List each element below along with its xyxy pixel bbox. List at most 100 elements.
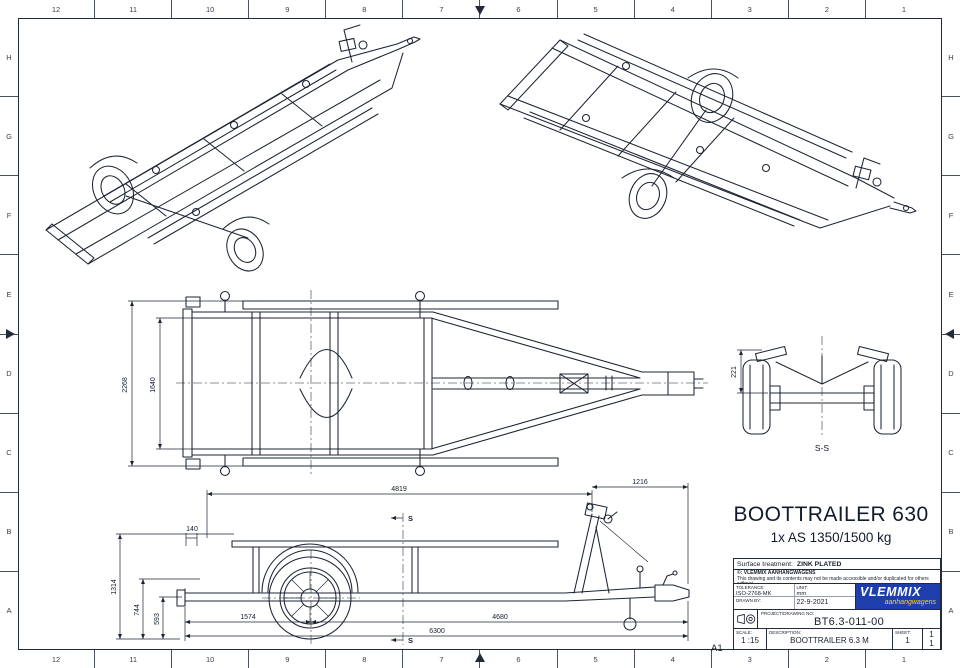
section-bunk-supports (775, 355, 869, 385)
zone-label: 1 (864, 650, 942, 668)
zone-label: 2 (787, 0, 865, 18)
plan-keel-rollers (463, 375, 515, 391)
logo-subtitle: aanhangwagens (884, 598, 936, 606)
side-view: S S 4819 1216 140 1314 744 (111, 479, 690, 646)
side-fender (261, 543, 359, 593)
zone-label: 10 (171, 0, 248, 18)
zone-label: B (0, 491, 18, 571)
iso-right-fender (621, 168, 675, 179)
unit-label: UNIT: (796, 585, 808, 590)
iso-left-fender (89, 155, 138, 169)
scale-value: 1 :15 (741, 636, 759, 645)
drawing-fields: TOLERANCE: ISO-2768-MK UNIT: mm DRAWN BY… (734, 584, 856, 609)
sheet-total-bottom: 1 (929, 639, 934, 648)
section-view-label: S-S (815, 443, 830, 453)
plan-winch-stand (559, 373, 589, 394)
drawing-title: BOOTTRAILER 630 1x AS 1350/1500 kg (724, 503, 938, 545)
dim-rear-to-axle: 1574 (240, 614, 256, 621)
zone-label: 7 (402, 0, 479, 18)
page-subtitle: 1x AS 1350/1500 kg (770, 530, 892, 545)
plan-bunk (242, 457, 559, 467)
description-value: BOOTTRAILER 6.3 M (790, 636, 869, 645)
dim-bunk-length: 4819 (391, 486, 407, 493)
top-view: 2268 1640 (122, 290, 708, 477)
iso-right-wheel (628, 173, 668, 219)
zone-label: 4 (633, 0, 711, 18)
zone-ruler-left: H G F E D C B A (0, 18, 18, 650)
surface-treatment-label: Surface treatment: (737, 560, 793, 568)
zone-label: A (942, 570, 960, 650)
zone-label: H (6, 52, 12, 62)
side-coupler (654, 573, 690, 602)
plan-tail-light (185, 296, 201, 308)
disclaimer-text: This drawing and its contents may not be… (737, 575, 929, 583)
zone-label: E (0, 254, 18, 333)
dim-total-length: 6300 (429, 628, 445, 635)
sheet-total-top: 1 (929, 630, 934, 639)
zone-label: 1 (864, 0, 942, 18)
zone-label: 5 (556, 0, 634, 18)
iso-left-coupler (396, 36, 421, 50)
zone-label: 8 (325, 650, 402, 668)
plan-tail-light (185, 458, 201, 470)
scale-label: SCALE: (736, 630, 753, 635)
zone-label: 4 (633, 650, 711, 668)
zone-label: 10 (171, 650, 248, 668)
legal-row: ©: VLEMMIX AANHANGWAGENS This drawing an… (734, 570, 940, 584)
iso-left-winch (343, 24, 361, 63)
zone-label: 7 (402, 650, 479, 668)
zone-label: 9 (248, 650, 325, 668)
dim-total-height: 1314 (111, 579, 118, 595)
iso-right-winch (855, 157, 881, 189)
drawing-number: BT6.3-011-00 (813, 616, 885, 628)
zone-label: H (948, 52, 954, 62)
tolerance-label: TOLERANCE: (736, 585, 765, 590)
side-bunk (231, 540, 559, 548)
unit-field: UNIT: mm (794, 584, 855, 597)
zone-label: 3 (710, 650, 788, 668)
zone-label: 12 (51, 654, 61, 664)
description-label: DESCRIPTION: (769, 630, 802, 635)
sheet-frame (18, 18, 942, 650)
tolerance-field: TOLERANCE: ISO-2768-MK (734, 584, 795, 597)
center-mark-top-icon (475, 6, 485, 15)
zone-label: 3 (710, 0, 788, 18)
dim-drawbar-length: 1216 (632, 479, 648, 486)
iso-right-wheel (690, 73, 734, 123)
side-jockey-wheel (623, 565, 644, 631)
dim-section-height: 221 (731, 366, 738, 378)
center-mark-right-icon (945, 329, 954, 339)
plan-side-rollers (219, 290, 426, 477)
vlemmix-logo: VLEMMIX aanhangwagens (856, 584, 940, 609)
section-marker-top: S (408, 514, 413, 523)
zone-label: C (942, 412, 960, 492)
description-cell: DESCRIPTION: BOOTTRAILER 6.3 M (767, 629, 893, 649)
drawn-by-label: DRAWN BY: (736, 597, 762, 603)
dim-rear-offset: 140 (186, 526, 198, 533)
project-row: PROJECT/DRAWING NO: BT6.3-011-00 (734, 610, 940, 629)
logo-name: VLEMMIX (860, 585, 922, 600)
sheet-value: 1 (905, 636, 910, 645)
scale-description-row: SCALE: 1 :15 DESCRIPTION: BOOTTRAILER 6.… (734, 629, 940, 649)
fields-row: TOLERANCE: ISO-2768-MK UNIT: mm DRAWN BY… (734, 584, 940, 610)
section-wheel (873, 359, 902, 435)
zone-label: 8 (325, 0, 402, 18)
center-mark-bottom-icon (475, 653, 485, 662)
zone-label: 9 (248, 0, 325, 18)
plan-bunk (242, 300, 559, 310)
iso-view-left (45, 24, 421, 272)
unit-value: mm (796, 591, 807, 597)
iso-right-coupler (889, 201, 917, 214)
iso-left-fender (222, 216, 270, 230)
date-field: 22-9-2021 (795, 597, 856, 610)
zone-label: F (942, 175, 960, 254)
page-title: BOOTTRAILER 630 (733, 503, 929, 526)
center-mark-left-icon (6, 329, 15, 339)
section-view: 221 S-S (731, 336, 902, 453)
surface-treatment-value: ZINK PLATED (796, 560, 842, 568)
zone-label: 5 (556, 650, 634, 668)
zone-ruler-bottom: 12 11 10 9 8 7 6 5 4 3 2 1 (18, 650, 942, 668)
zone-label: F (0, 175, 18, 254)
iso-left-wheel (92, 165, 134, 215)
